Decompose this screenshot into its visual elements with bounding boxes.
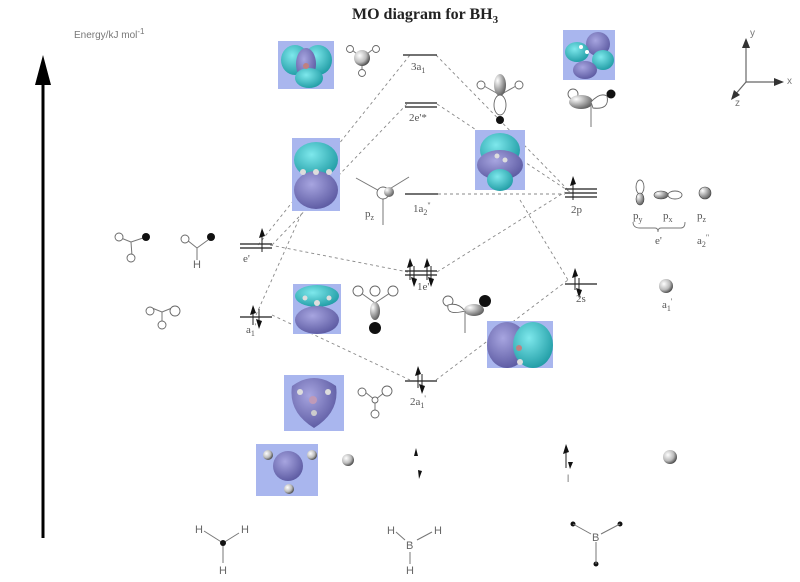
h3-salc-e-1 [114,232,150,263]
electron-up-icon [407,258,413,268]
h3-level-a1: a1' [240,305,272,338]
svg-text:H: H [193,259,201,271]
h3-fragment-structure: H H H [195,524,249,577]
bh3-antibonding-sketch-e2 [567,88,616,127]
bh3-antibonding-sketch-a1 [346,45,380,77]
boron-level-2s: 2s [565,268,597,305]
mo-render-2e-star-b [563,30,615,80]
level-label-a1: a1' [246,322,257,338]
bh3-structure: H H H B [387,525,442,577]
bh3-antibonding-sketch-e1 [476,74,524,124]
y-axis-label: y [750,28,755,39]
electron-up-icon [570,176,576,186]
svg-text:H: H [241,524,249,536]
b-fragment-structure: B [570,521,623,567]
mo-level-1a2: 1a2" [405,193,438,217]
bottom-sphere-h [342,454,354,466]
level-label-1a2: 1a2" [413,201,431,217]
electron-down-icon [428,277,434,287]
mo-level-3a1: 3a1 [403,54,437,75]
svg-text:H: H [434,525,442,537]
electron-up-icon [259,228,265,238]
electron-down-icon [256,319,262,329]
py-label: py [633,210,643,224]
level-label-1e: 1e' [417,281,429,293]
bottom-electron-h [414,448,422,479]
electron-down-icon [419,384,425,394]
svg-text:B: B [406,540,413,552]
electron-up-icon [572,268,578,278]
boron-p-orbitals: py px pz e' a2" [632,179,712,249]
coordinate-axes: y x z [731,28,792,109]
mo-render-1e-a [293,284,341,334]
energy-axis-arrow [35,55,51,538]
pz-orbital-sketch: pz [355,176,410,225]
pz-sketch-label: pz [365,208,375,222]
bottom-sphere-b [663,450,677,464]
level-label-2e-star: 2e'* [409,112,427,124]
e-prime-label: e' [655,235,662,247]
pz-label: pz [697,210,707,224]
h3-salc-e-2: H [180,233,215,271]
bonding-sketch-2a1 [357,385,393,419]
bh3-molecule-render [256,444,318,496]
level-label-2p: 2p [571,204,583,216]
electron-down-icon [411,277,417,287]
a1-label: a1' [662,297,673,313]
boron-level-2p: 2p [565,176,597,216]
bottom-electron-b: l [563,444,573,485]
mo-level-1e: 1e' [405,258,437,293]
px-label: px [663,210,673,224]
electron-down-icon [576,288,582,298]
h3-level-e: e' [240,228,272,265]
bonding-sketch-1e-a [352,285,399,334]
mo-render-2e-star-a [475,130,525,191]
level-label-e-prime: e' [243,253,250,265]
mo-level-2e-star: 2e'* [405,102,437,124]
mo-render-2a1 [284,375,344,431]
bottom-label-l: l [567,474,569,485]
h3-salc-a1 [145,305,181,330]
bonding-sketch-1e-b [442,295,491,333]
energy-axis-label: Energy/kJ mol-1 [74,27,145,41]
a2-label: a2" [697,233,709,249]
electron-up-icon [424,258,430,268]
svg-text:H: H [387,525,395,537]
level-label-3a1: 3a1 [411,61,425,75]
z-axis-label: z [735,98,740,109]
mo-level-2a1: 2a1' [405,366,437,410]
svg-text:H: H [219,565,227,577]
svg-text:H: H [406,565,414,577]
level-label-2a1: 2a1' [410,394,426,410]
svg-text:B: B [592,532,599,544]
level-label-2s: 2s [576,293,586,305]
diagram-title: MO diagram for BH3 [352,6,499,26]
mo-render-1a2 [292,138,340,211]
electron-up-icon [250,305,256,315]
x-axis-label: x [787,76,792,87]
boron-s-orbital: a1' [659,279,673,313]
mo-render-1e-b [487,321,553,368]
mo-render-3a1 [278,41,334,89]
svg-text:H: H [195,524,203,536]
electron-up-icon [415,366,421,376]
